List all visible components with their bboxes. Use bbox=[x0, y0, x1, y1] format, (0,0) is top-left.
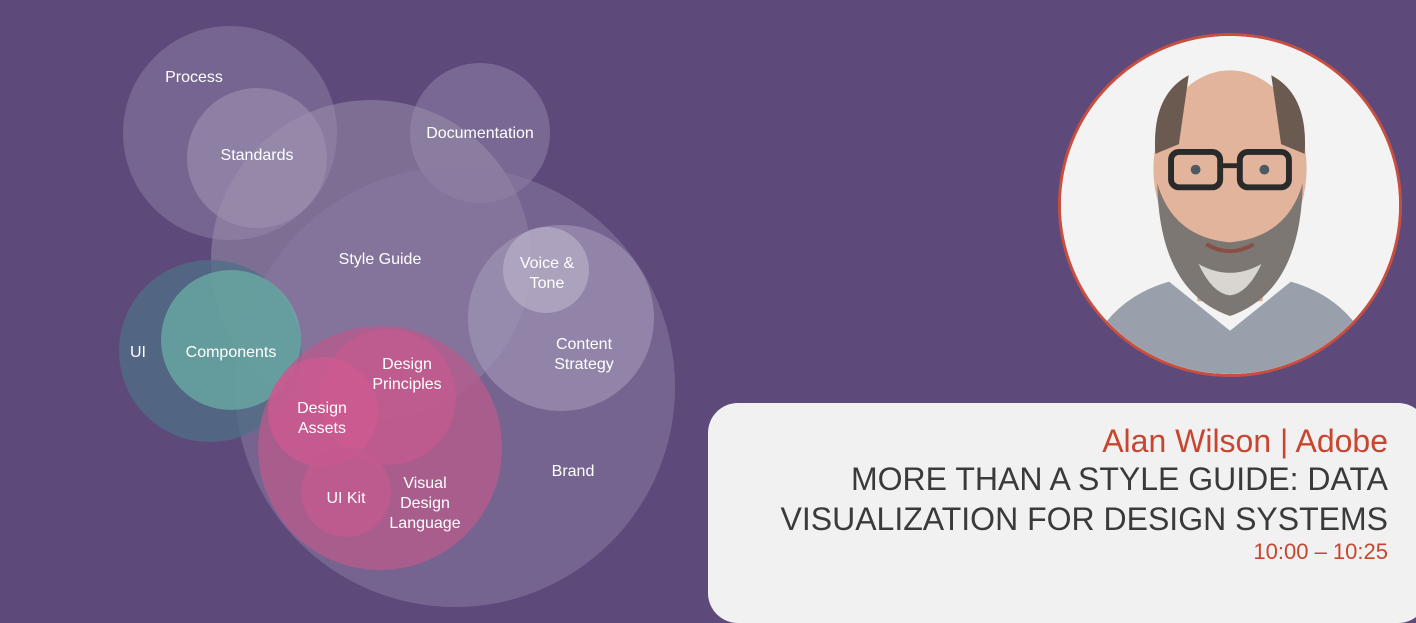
style-guide-label: Style Guide bbox=[339, 251, 422, 268]
session-time: 10:00 – 10:25 bbox=[1253, 539, 1388, 564]
components-label: Components bbox=[186, 344, 277, 361]
speaker-name: Alan Wilson | Adobe bbox=[1102, 423, 1388, 459]
ui-label: UI bbox=[130, 344, 146, 361]
design-assets-circle bbox=[268, 357, 378, 467]
ui-kit-circle bbox=[301, 447, 391, 537]
components-circle bbox=[161, 270, 301, 410]
voice-tone-circle bbox=[503, 227, 589, 313]
documentation-label: Documentation bbox=[426, 125, 534, 142]
session-card: Alan Wilson | Adobe MORE THAN A STYLE GU… bbox=[708, 403, 1416, 623]
speaker-portrait-icon bbox=[1061, 36, 1399, 374]
ui-kit-label: UI Kit bbox=[326, 490, 366, 507]
talk-title-line-2: VISUALIZATION FOR DESIGN SYSTEMS bbox=[780, 501, 1389, 537]
speaker-photo bbox=[1058, 33, 1402, 377]
brand-label: Brand bbox=[552, 463, 595, 480]
standards-label: Standards bbox=[221, 147, 294, 164]
talk-title-line-1: MORE THAN A STYLE GUIDE: DATA bbox=[851, 461, 1388, 497]
process-label: Process bbox=[165, 69, 223, 86]
voice-tone-label: Voice &Tone bbox=[520, 255, 575, 292]
